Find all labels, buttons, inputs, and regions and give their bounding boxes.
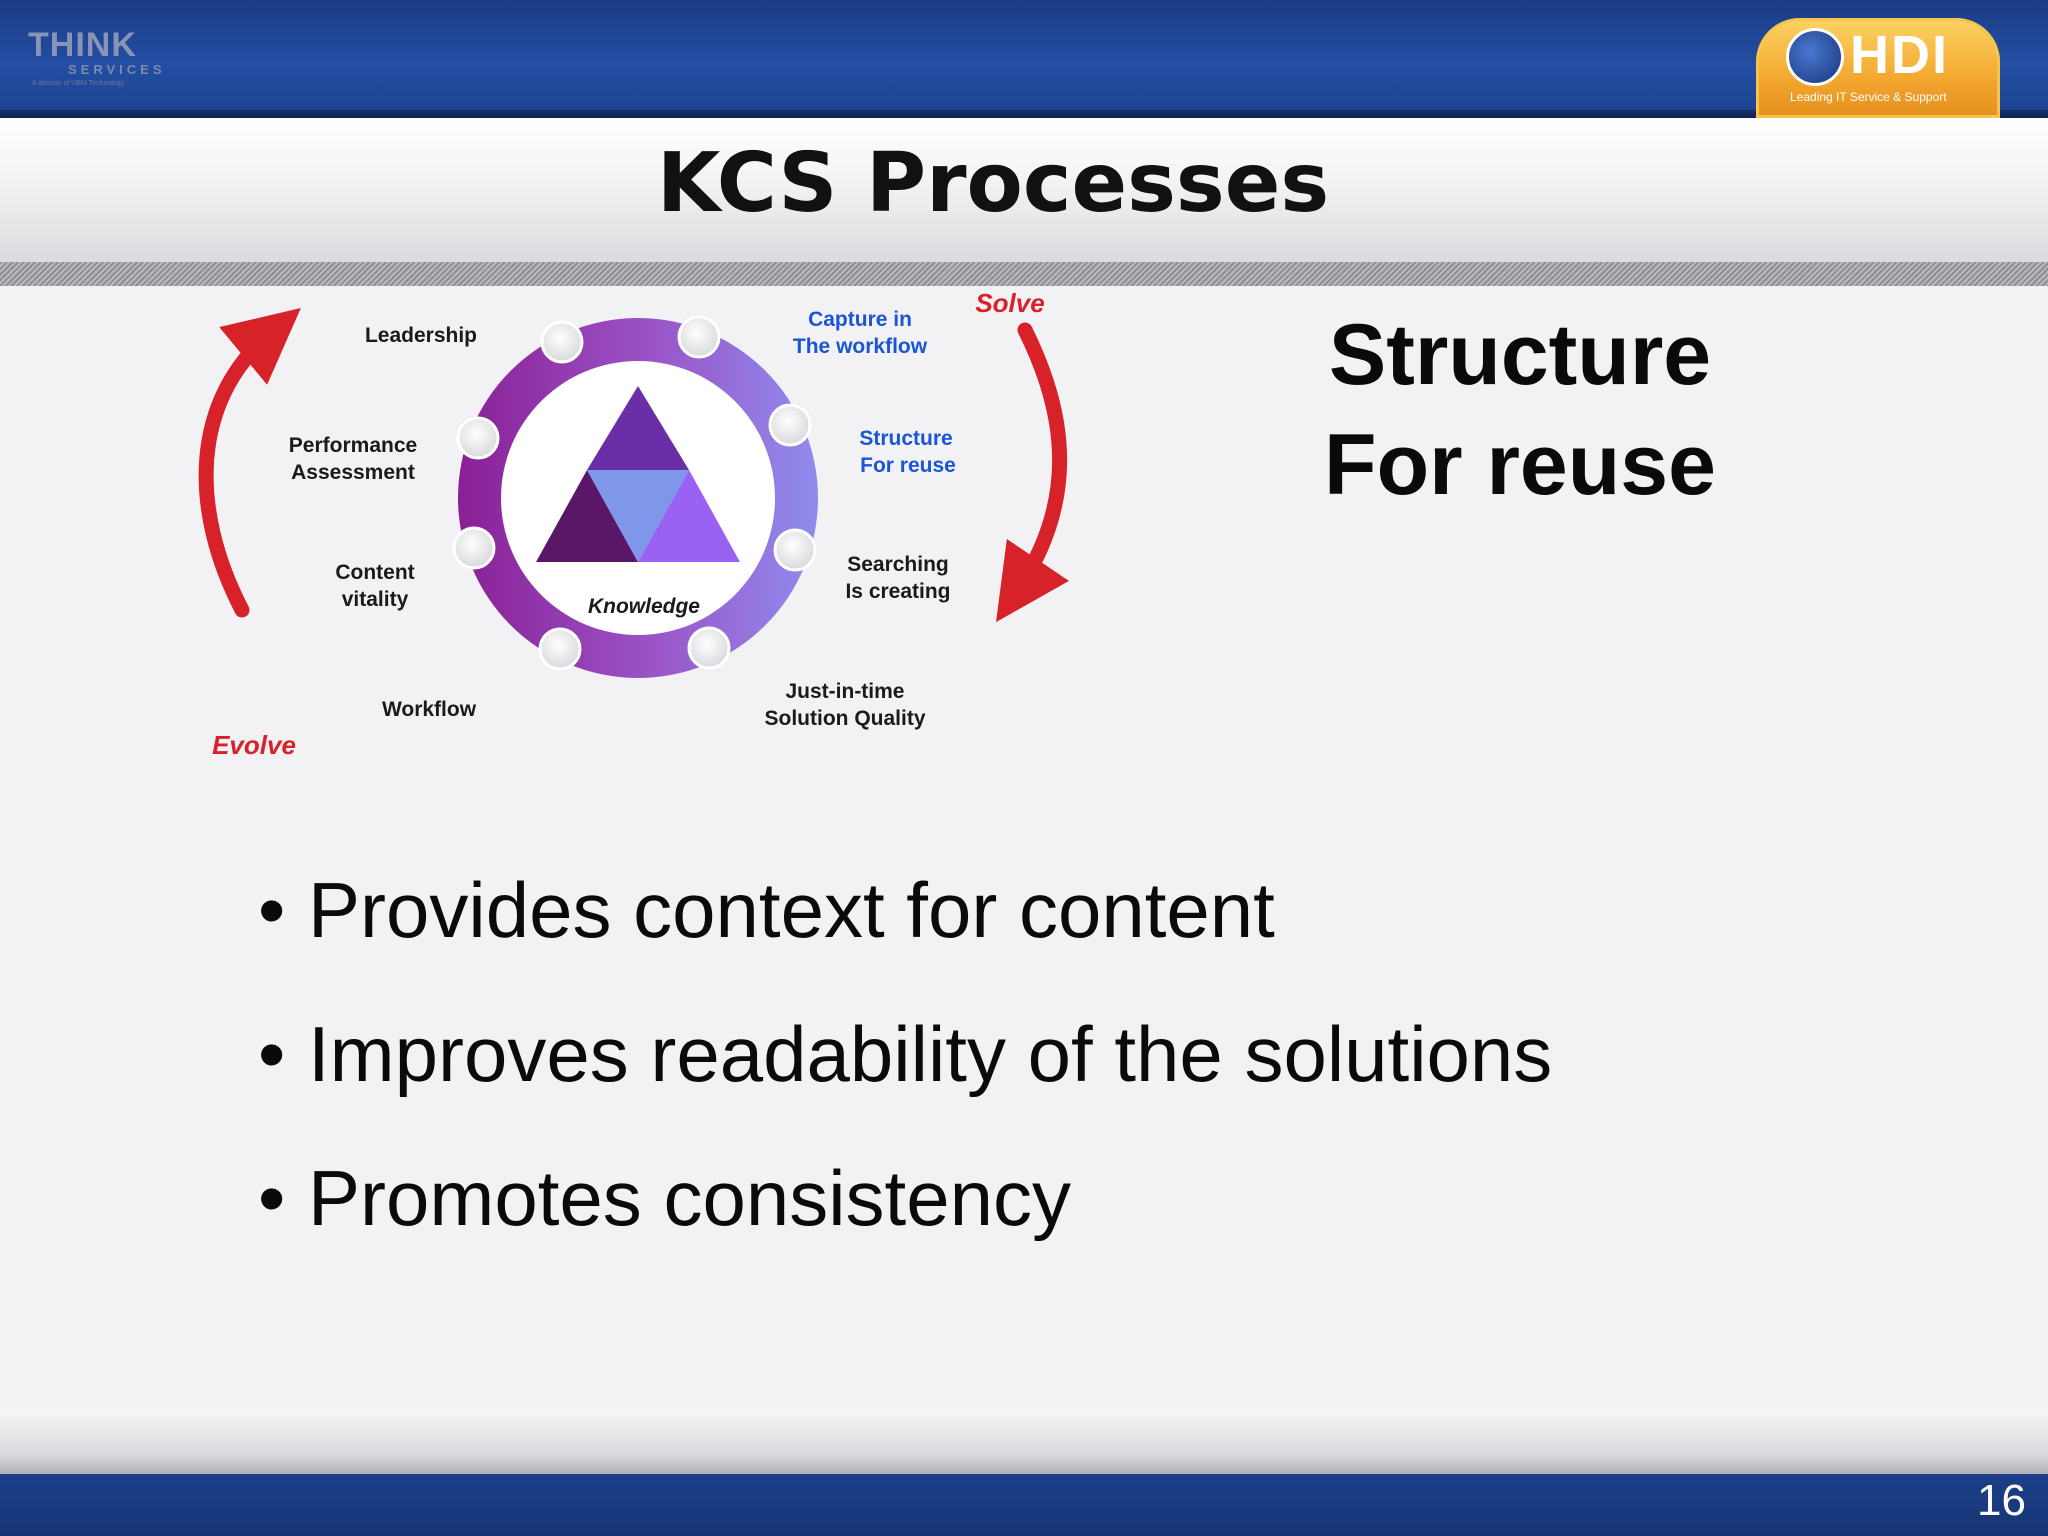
bullet-item: •Provides context for content xyxy=(258,860,1552,1004)
solve-item-structure-line2: For reuse xyxy=(860,454,956,477)
solve-item-searching-line1: Searching xyxy=(847,553,949,576)
triangle-middle xyxy=(587,470,689,562)
center-label: Knowledge xyxy=(588,595,700,618)
evolve-item-content-line2: vitality xyxy=(342,588,409,611)
slide-number: 16 xyxy=(1977,1476,2026,1525)
evolve-item-performance-line1: Performance xyxy=(289,434,417,457)
ring-node xyxy=(687,626,731,670)
hdi-logo: HDI Leading IT Service & Support xyxy=(1756,18,2000,118)
bullet-item: •Improves readability of the solutions xyxy=(258,1004,1552,1148)
section-heading: Structure For reuse xyxy=(1270,300,1770,520)
knowledge-triangle xyxy=(536,386,740,562)
hdi-logo-word: HDI xyxy=(1850,25,1949,85)
evolve-item-content-line1: Content xyxy=(335,561,414,584)
evolve-arrow xyxy=(198,308,301,618)
ring-node xyxy=(538,627,582,671)
think-logo-sub: SERVICES xyxy=(68,62,166,77)
bullet-dot: • xyxy=(258,866,286,954)
bullet-list: •Provides context for content •Improves … xyxy=(258,860,1552,1292)
triangle-right xyxy=(638,470,740,562)
think-logo-word: THINK xyxy=(28,26,137,64)
bullet-dot: • xyxy=(258,1010,286,1098)
triangle-left xyxy=(536,470,638,562)
footer-bar xyxy=(0,1474,2048,1536)
ring-nodes xyxy=(452,315,817,671)
evolve-label: Evolve xyxy=(212,730,296,760)
ring-node xyxy=(452,526,496,570)
ring-node xyxy=(773,528,817,572)
ring-node xyxy=(456,416,500,460)
kcs-diagram: Knowledge Solve Evolve Capture in The wo… xyxy=(198,288,1070,760)
bullet-text: Promotes consistency xyxy=(308,1154,1071,1242)
solve-arrow xyxy=(996,322,1070,623)
ring-node xyxy=(540,320,584,364)
solve-item-capture-line2: The workflow xyxy=(793,335,928,358)
think-services-logo: THINK SERVICES A division of UBM Technol… xyxy=(28,26,198,92)
title-band xyxy=(0,118,2048,266)
hdi-logo-tag: Leading IT Service & Support xyxy=(1790,90,1947,104)
ring-node xyxy=(677,315,721,359)
solve-item-jit-line1: Just-in-time xyxy=(785,680,904,703)
footer-band xyxy=(0,1410,2048,1474)
evolve-item-performance-line2: Assessment xyxy=(291,461,415,484)
title-divider-stripe xyxy=(0,262,2048,286)
section-heading-line2: For reuse xyxy=(1324,417,1716,513)
top-bar xyxy=(0,0,2048,118)
evolve-item-workflow: Workflow xyxy=(382,698,477,721)
solve-label: Solve xyxy=(975,288,1044,318)
ring-node xyxy=(768,403,812,447)
bullet-text: Improves readability of the solutions xyxy=(308,1010,1553,1098)
solve-item-capture-line1: Capture in xyxy=(808,308,912,331)
bullet-item: •Promotes consistency xyxy=(258,1148,1552,1292)
think-logo-tag: A division of UBM Technology xyxy=(32,80,125,87)
page-title: KCS Processes xyxy=(656,136,1330,231)
bullet-text: Provides context for content xyxy=(308,866,1275,954)
evolve-item-leadership: Leadership xyxy=(365,324,477,347)
bullet-dot: • xyxy=(258,1154,286,1242)
solve-item-jit-line2: Solution Quality xyxy=(765,707,926,730)
solve-item-structure-line1: Structure xyxy=(859,427,952,450)
solve-item-searching-line2: Is creating xyxy=(845,580,950,603)
section-heading-line1: Structure xyxy=(1328,307,1712,403)
globe-icon xyxy=(1786,28,1844,86)
triangle-top xyxy=(587,386,689,470)
